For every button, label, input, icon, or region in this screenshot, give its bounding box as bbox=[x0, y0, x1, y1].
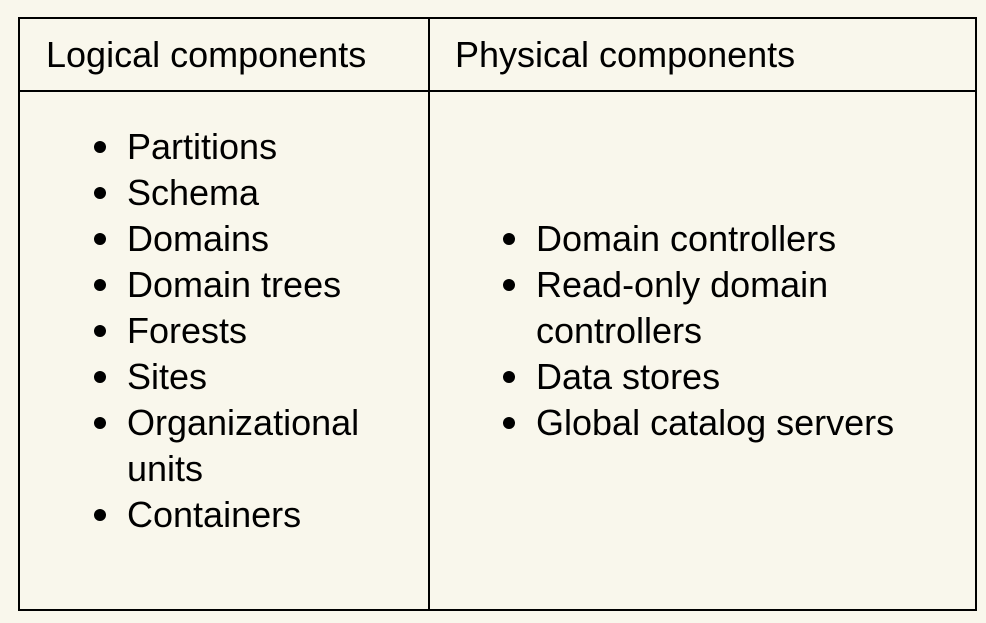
column-divider bbox=[428, 19, 430, 609]
bullet-icon bbox=[94, 141, 106, 153]
header-logical-components: Logical components bbox=[46, 33, 367, 75]
list-item-label: Read-only domain controllers bbox=[536, 264, 829, 351]
logical-components-list: Partitions Schema Domains Domain trees F… bbox=[94, 124, 397, 538]
list-item: Sites bbox=[94, 354, 397, 400]
components-table: Logical components Physical components bbox=[18, 17, 977, 611]
list-item: Forests bbox=[94, 308, 397, 354]
bullet-icon bbox=[94, 233, 106, 245]
list-item-label: Forests bbox=[127, 310, 248, 351]
list-item-label: Sites bbox=[127, 356, 208, 397]
list-item: Global catalog servers bbox=[503, 400, 946, 446]
list-item: Partitions bbox=[94, 124, 397, 170]
bullet-icon bbox=[94, 325, 106, 337]
bullet-icon bbox=[94, 279, 106, 291]
list-item-label: Data stores bbox=[536, 356, 721, 397]
bullet-icon bbox=[503, 233, 515, 245]
bullet-icon bbox=[94, 187, 106, 199]
list-item: Organizational units bbox=[94, 400, 397, 492]
header-divider bbox=[20, 90, 975, 92]
list-item-label: Global catalog servers bbox=[536, 402, 895, 443]
bullet-icon bbox=[503, 279, 515, 291]
list-item-label: Containers bbox=[127, 494, 302, 535]
bullet-icon bbox=[503, 417, 515, 429]
list-item: Domain trees bbox=[94, 262, 397, 308]
list-item: Containers bbox=[94, 492, 397, 538]
header-physical-components: Physical components bbox=[455, 33, 796, 75]
list-item-label: Schema bbox=[127, 172, 260, 213]
bullet-icon bbox=[503, 371, 515, 383]
list-item: Domains bbox=[94, 216, 397, 262]
bullet-icon bbox=[94, 371, 106, 383]
list-item-label: Partitions bbox=[127, 126, 278, 167]
list-item-label: Domains bbox=[127, 218, 270, 259]
list-item-label: Domain trees bbox=[127, 264, 342, 305]
list-item: Schema bbox=[94, 170, 397, 216]
list-item: Data stores bbox=[503, 354, 946, 400]
list-item-label: Domain controllers bbox=[536, 218, 837, 259]
bullet-icon bbox=[94, 417, 106, 429]
bullet-icon bbox=[94, 509, 106, 521]
list-item-label: Organizational units bbox=[127, 402, 360, 489]
list-item: Domain controllers bbox=[503, 216, 946, 262]
physical-components-list: Domain controllers Read-only domain cont… bbox=[503, 216, 946, 446]
list-item: Read-only domain controllers bbox=[503, 262, 946, 354]
